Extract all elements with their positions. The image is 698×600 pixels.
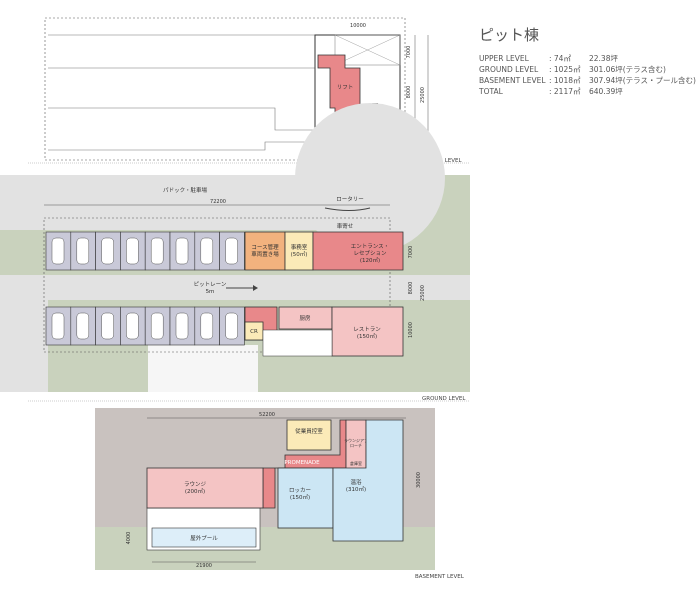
approach-label-1: ラウンジアプ — [344, 437, 368, 443]
locker-label-1: ロッカー — [289, 487, 311, 494]
dim-b: 8000 — [406, 86, 412, 99]
bath-label-1: 温浴 — [350, 478, 362, 486]
bath-label-2: (310㎡) — [346, 485, 366, 493]
car-icon — [200, 312, 214, 340]
office-label-1: 事務室 — [291, 243, 308, 251]
course-label-2: 車両置き場 — [251, 250, 279, 258]
ground-level-plan: パドック・駐車場 72200 ロータリー 車寄せ コース管理 車両置き場 事務室… — [0, 103, 470, 402]
car-icon — [150, 237, 164, 265]
pitlane-label-1: ピットレーン — [194, 281, 227, 288]
restaurant-label-2: (150㎡) — [357, 332, 377, 340]
restaurant-label-1: レストラン — [353, 326, 381, 333]
car-icon — [225, 312, 238, 340]
row-area: : 1018㎡ — [549, 76, 581, 85]
car-icon — [175, 312, 189, 340]
row-tsubo: 307.94坪(テラス・プール含む) — [589, 76, 696, 85]
pool-label: 屋外プール — [190, 534, 218, 542]
paddock-label: パドック・駐車場 — [163, 186, 208, 194]
office-label-2: (50㎡) — [291, 250, 308, 258]
entrance-label-3: (120㎡) — [360, 256, 380, 264]
approach-label-2: ローチ — [350, 443, 362, 448]
pool-dim-h: 4000 — [126, 532, 132, 545]
dim-total: 25000 — [420, 87, 426, 103]
car-icon — [150, 312, 164, 340]
course-label-1: コース管理 — [251, 243, 279, 251]
entrance-label-1: エントランス・ — [351, 243, 389, 250]
car-icon — [51, 312, 65, 340]
summary-row: GROUND LEVEL : 1025㎡ 301.06坪(テラス含む) — [479, 64, 696, 75]
row-tsubo: 640.39坪 — [589, 87, 623, 96]
upper-level-label: UPPER LEVEL — [425, 158, 462, 164]
cr-label: CR — [250, 329, 258, 335]
basement-level-label: BASEMENT LEVEL — [415, 574, 465, 580]
b-dim-width: 52200 — [259, 412, 275, 418]
car-icon — [175, 237, 189, 265]
lounge-label-1: ラウンジ — [184, 480, 207, 488]
storage-label: 倉庫室 — [350, 460, 362, 466]
row-area: : 2117㎡ — [549, 87, 581, 96]
kitchen-label: 厨房 — [299, 314, 311, 322]
summary-title: ピット棟 — [479, 26, 540, 44]
dim-a: 7000 — [406, 46, 412, 59]
locker-label-2: (150㎡) — [290, 493, 310, 501]
g-dim-total: 25000 — [420, 285, 426, 301]
pool-dim: 21900 — [196, 563, 212, 569]
car-icon — [225, 237, 238, 265]
rotary-label: ロータリー — [336, 195, 364, 203]
car-icon — [126, 237, 139, 265]
car-icon — [126, 312, 139, 340]
car-icon — [101, 237, 114, 265]
lounge-label-2: (200㎡) — [185, 487, 205, 495]
row-level: GROUND LEVEL — [479, 65, 539, 74]
entrance-label-2: レセプション — [353, 250, 387, 257]
g-dim-c: 10000 — [408, 322, 414, 338]
row-level: BASEMENT LEVEL — [479, 76, 546, 85]
summary-row: TOTAL : 2117㎡ 640.39坪 — [479, 86, 696, 97]
car-icon — [51, 237, 65, 265]
dim-width: 72200 — [210, 199, 226, 205]
row-area: : 74㎡ — [549, 54, 571, 63]
promenade-label: PROMENADE — [284, 460, 320, 466]
b-dim-total: 30000 — [416, 472, 422, 488]
pitlane-label-2: 5m — [206, 289, 215, 295]
area-summary: ピット棟 UPPER LEVEL : 74㎡ 22.38坪 GROUND LEVEL… — [479, 24, 696, 97]
car-icon — [200, 237, 214, 265]
car-icon — [101, 312, 114, 340]
row-level: UPPER LEVEL — [479, 54, 529, 63]
g-dim-b: 8000 — [408, 282, 414, 295]
row-tsubo: 22.38坪 — [589, 54, 618, 63]
lift-label: リフト — [337, 84, 354, 91]
car-icon — [76, 312, 90, 340]
summary-row: UPPER LEVEL : 74㎡ 22.38坪 — [479, 53, 696, 64]
row-level: TOTAL — [479, 87, 503, 96]
upper-level-plan: リフト 10000 7000 8000 10000 25000 UPPER LE… — [28, 17, 470, 164]
g-dim-a: 7000 — [408, 246, 414, 259]
basement-level-plan: 52200 屋外プール ラウンジ (200㎡) PROMENADE 従業員控室 … — [95, 408, 465, 580]
staff-label: 従業員控室 — [295, 427, 323, 435]
summary-row: BASEMENT LEVEL: 1018㎡ 307.94坪(テラス・プール含む) — [479, 75, 696, 86]
car-icon — [76, 237, 90, 265]
row-area: : 1025㎡ — [549, 65, 581, 74]
dim-top: 10000 — [350, 23, 366, 29]
dropoff-label: 車寄せ — [337, 222, 354, 230]
row-tsubo: 301.06坪(テラス含む) — [589, 65, 666, 74]
ground-level-label: GROUND LEVEL — [422, 396, 466, 402]
